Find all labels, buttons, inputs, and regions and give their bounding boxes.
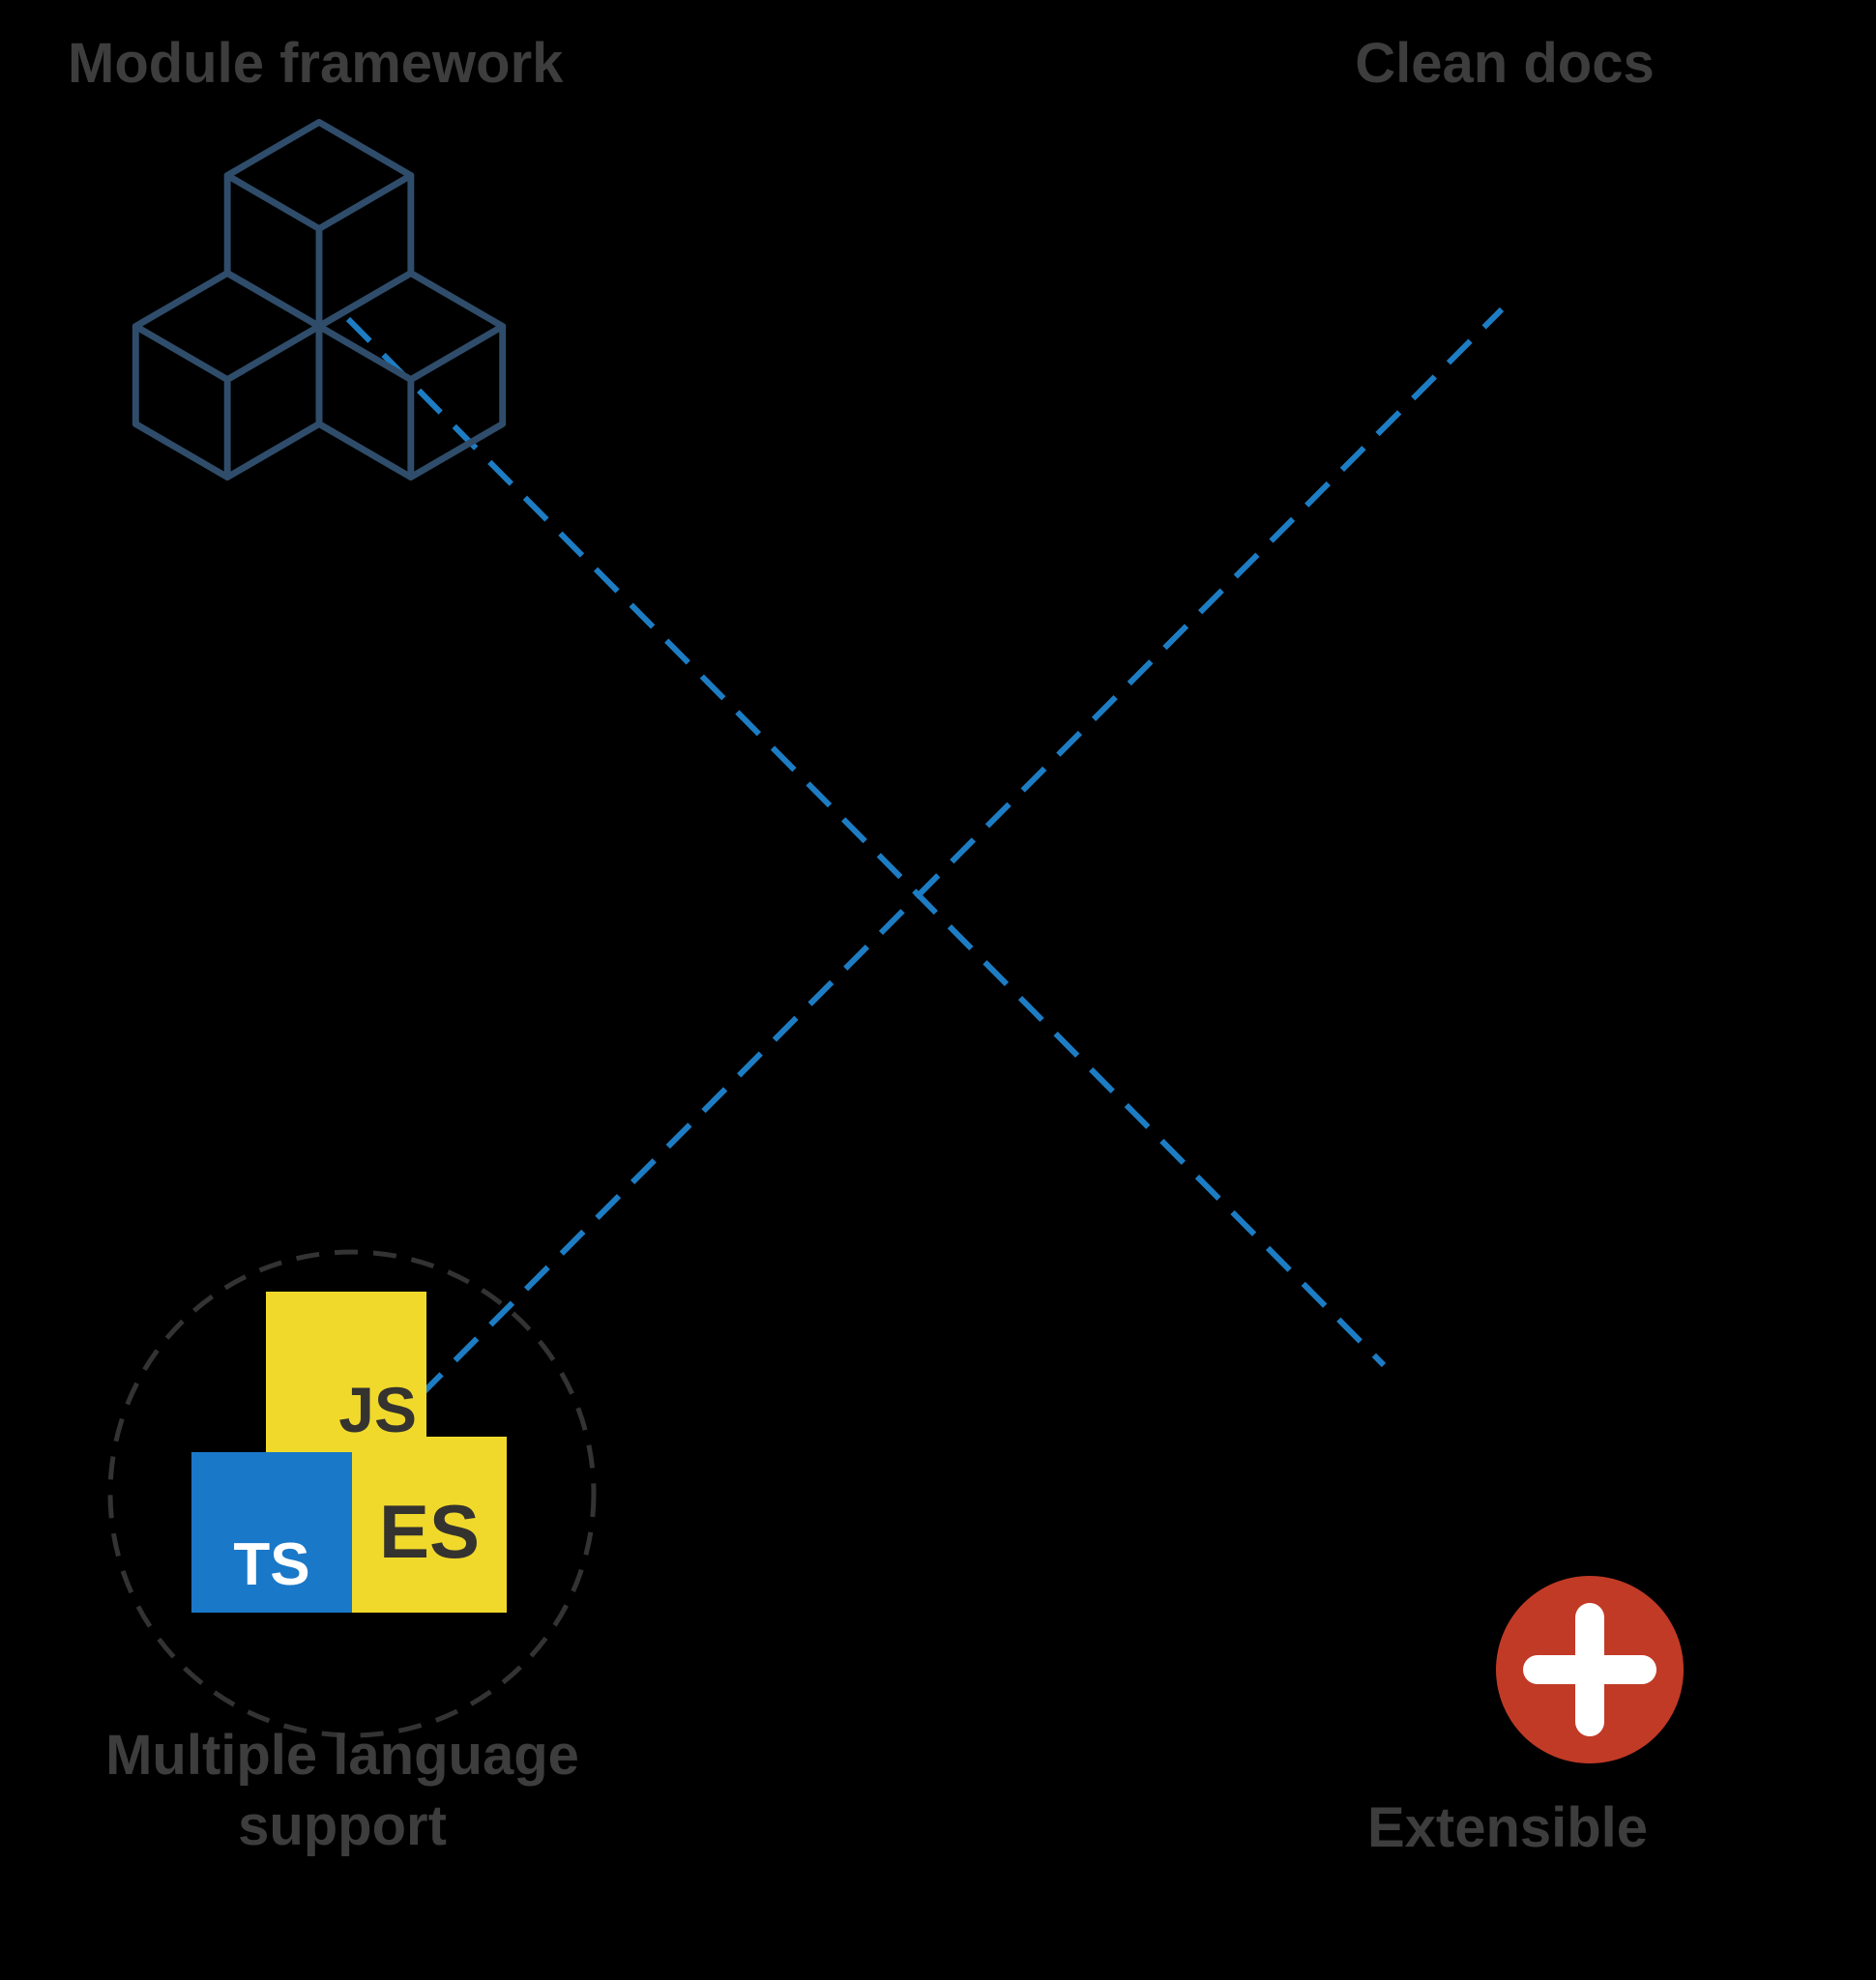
stacked-cubes-strokes xyxy=(132,118,507,481)
stacked-cubes-icon xyxy=(132,118,507,481)
connector-line-modules-to-extensible xyxy=(345,316,1387,1368)
multiple-language-support-label: Multiple language support xyxy=(105,1724,579,1857)
plus-glyph xyxy=(1523,1603,1656,1736)
plus-circle-icon xyxy=(1496,1576,1684,1763)
connector-line-languages-to-docs xyxy=(417,306,1505,1399)
module-framework-label: Module framework xyxy=(68,32,564,95)
clean-docs-label: Clean docs xyxy=(1355,32,1655,95)
extensible-label: Extensible xyxy=(1366,1796,1649,1859)
es-block: ES xyxy=(352,1437,507,1613)
dashed-circle xyxy=(107,1249,597,1738)
ts-block: TS xyxy=(191,1452,352,1613)
js-block: JS xyxy=(266,1292,426,1452)
